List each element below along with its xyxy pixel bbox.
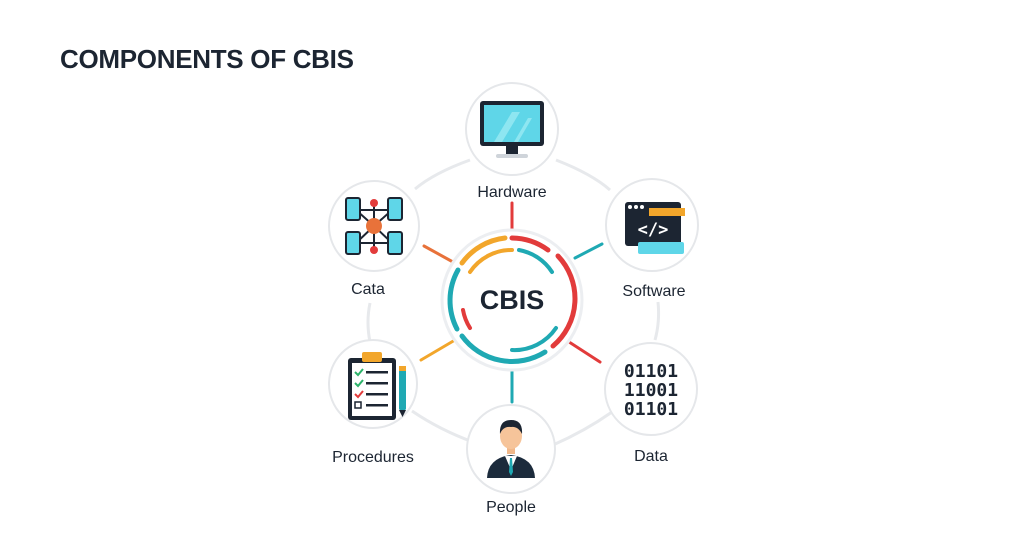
monitor-icon <box>480 101 544 158</box>
spokes <box>419 201 604 404</box>
node-data: 01101 11001 01101 Data <box>604 342 698 465</box>
center-hub: CBIS <box>440 228 584 372</box>
center-label: CBIS <box>480 285 545 315</box>
data-label: Data <box>634 448 668 465</box>
person-icon <box>487 420 535 478</box>
binary-line: 01101 <box>624 399 678 420</box>
binary-line: 11001 <box>624 380 678 401</box>
procedures-label: Procedures <box>332 449 414 466</box>
code-symbol: </> <box>638 220 669 240</box>
node-procedures: Procedures <box>328 339 418 466</box>
node-hardware: Hardware <box>465 82 559 201</box>
code-window-icon: </> <box>625 202 685 254</box>
cata-label: Cata <box>351 281 385 298</box>
hardware-label: Hardware <box>477 184 546 201</box>
node-software: </> Software <box>605 178 699 300</box>
software-label: Software <box>622 283 685 300</box>
node-cata: Cata <box>328 180 420 298</box>
node-people: People <box>466 404 556 516</box>
people-label: People <box>486 499 536 516</box>
binary-line: 01101 <box>624 361 678 382</box>
network-nodes <box>345 197 403 255</box>
outer-ring <box>366 158 661 447</box>
checklist-icon <box>348 352 406 420</box>
page-title: COMPONENTS OF CBIS <box>60 44 354 74</box>
binary-icon: 01101 11001 01101 <box>624 361 678 420</box>
